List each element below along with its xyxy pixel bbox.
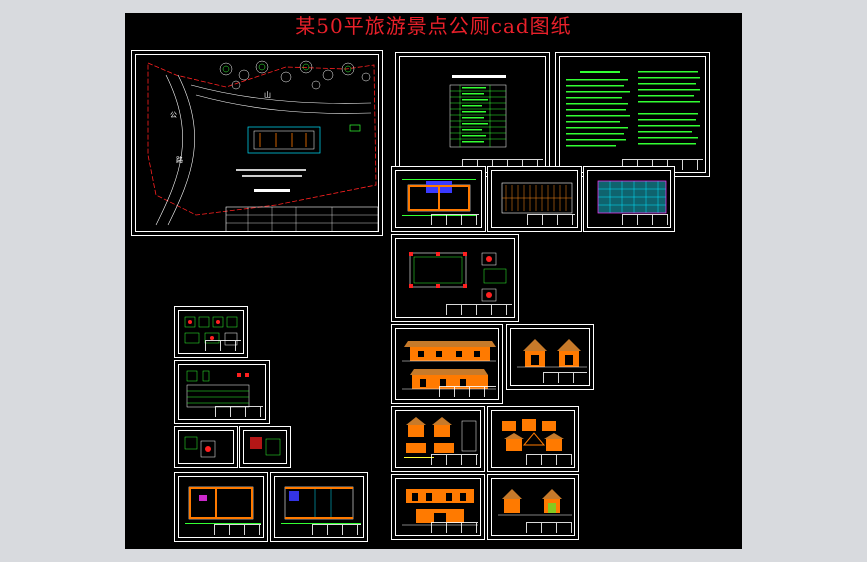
sheet-site-plan-inner: 山 公 路 <box>135 54 379 232</box>
sheet-detail-c[interactable] <box>391 474 485 540</box>
title-block <box>204 340 241 351</box>
sheet-plan-bottom-a[interactable] <box>174 472 268 542</box>
elevations-side-drawing <box>517 339 587 368</box>
sheet-plan-bottom-b[interactable] <box>270 472 368 542</box>
sheet-structure-b[interactable] <box>174 360 270 424</box>
sheet-ceiling-plan-inner <box>587 170 671 228</box>
structure-c-drawing <box>184 436 216 458</box>
sheet-site-plan[interactable]: 山 公 路 <box>131 50 383 236</box>
title-block <box>543 372 587 383</box>
design-notes-text <box>566 71 700 147</box>
page-title: 某50平旅游景点公厕cad图纸 <box>295 14 572 38</box>
sheet-ceiling-plan[interactable] <box>583 166 675 232</box>
site-label-road-2: 路 <box>176 156 183 164</box>
ceiling-plan-drawing <box>597 180 667 214</box>
detail-c-drawing <box>402 489 478 526</box>
drawing-canvas: 某50平旅游景点公厕cad图纸 <box>125 13 742 549</box>
detail-b-drawing <box>502 419 564 451</box>
foundation-plan-drawing <box>409 252 507 302</box>
sheet-detail-c-inner <box>395 478 481 536</box>
site-plan-drawing <box>147 60 378 231</box>
sheet-detail-b-inner <box>491 410 575 468</box>
site-label-mountain: 山 <box>264 91 271 99</box>
title-block <box>525 454 572 465</box>
title-block <box>430 454 478 465</box>
sheet-detail-a[interactable] <box>391 406 485 472</box>
detail-d-drawing <box>498 489 572 516</box>
sheet-structure-b-inner <box>178 364 266 420</box>
sheet-foundation-plan-inner <box>395 238 515 318</box>
sheet-structure-d[interactable] <box>239 426 291 468</box>
sheet-detail-d[interactable] <box>487 474 579 540</box>
sheet-elevations-side-inner <box>510 328 590 386</box>
sheet-structure-c-inner <box>178 430 234 464</box>
sheet-design-notes[interactable] <box>555 52 710 177</box>
title-block <box>622 159 703 170</box>
sheet-detail-d-inner <box>491 478 575 536</box>
sheet-plan-bottom-a-inner <box>178 476 264 538</box>
plan-bottom-b-drawing <box>281 486 361 524</box>
sheet-roof-plan-inner <box>491 170 578 228</box>
structure-d-drawing <box>250 437 281 456</box>
sheet-structure-c[interactable] <box>174 426 238 468</box>
title-block <box>621 214 668 225</box>
sheet-floor-plan-a-inner <box>395 170 482 228</box>
title-block <box>213 524 261 535</box>
plan-bottom-a-drawing <box>185 486 261 524</box>
title-block <box>527 214 575 225</box>
sheet-detail-a-inner <box>395 410 481 468</box>
title-block <box>214 406 263 417</box>
sheet-roof-plan[interactable] <box>487 166 582 232</box>
sheet-drawing-index-inner <box>399 56 546 173</box>
drawing-index-table <box>449 75 507 148</box>
site-label-road-1: 公 <box>170 111 177 119</box>
title-block <box>438 386 496 397</box>
sheet-elevations-front-inner <box>395 328 499 400</box>
title-block <box>446 304 512 315</box>
title-block <box>525 522 572 533</box>
sheet-detail-b[interactable] <box>487 406 579 472</box>
title-block <box>431 214 479 225</box>
elevations-front-drawing <box>402 341 496 390</box>
sheet-floor-plan-a[interactable] <box>391 166 486 232</box>
sheet-foundation-plan[interactable] <box>391 234 519 322</box>
title-block <box>311 524 361 535</box>
title-block <box>462 159 543 170</box>
sheet-drawing-index[interactable] <box>395 52 550 177</box>
sheet-plan-bottom-b-inner <box>274 476 364 538</box>
sheet-elevations-side[interactable] <box>506 324 594 390</box>
detail-a-drawing <box>404 417 477 458</box>
sheet-elevations-front[interactable] <box>391 324 503 404</box>
sheet-structure-a-inner <box>178 310 244 354</box>
title-block <box>430 522 478 533</box>
sheet-design-notes-inner <box>559 56 706 173</box>
sheet-structure-d-inner <box>243 430 287 464</box>
sheet-structure-a[interactable] <box>174 306 248 358</box>
roof-plan-drawing <box>501 182 573 214</box>
